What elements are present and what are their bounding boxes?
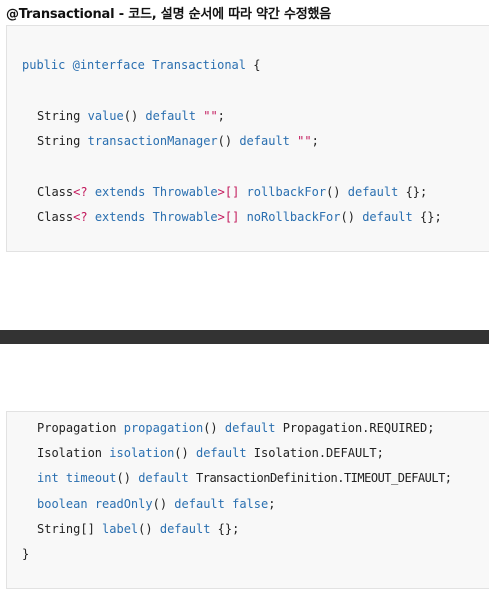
code-line-interface-decl: public @interface Transactional { bbox=[22, 58, 261, 72]
section-divider bbox=[0, 330, 489, 344]
code-line-isolation: Isolation isolation() default Isolation.… bbox=[37, 446, 384, 460]
code-line-value: String value() default ""; bbox=[37, 109, 225, 123]
code-line-no-rollback-for: Class<? extends Throwable>[] noRollbackF… bbox=[37, 210, 442, 224]
code-line-transaction-manager: String transactionManager() default ""; bbox=[37, 134, 319, 148]
code-line-closing-brace: } bbox=[22, 547, 30, 561]
code-line-label: String[] label() default {}; bbox=[37, 522, 240, 536]
code-line-rollback-for: Class<? extends Throwable>[] rollbackFor… bbox=[37, 185, 428, 199]
code-line-propagation: Propagation propagation() default Propag… bbox=[37, 421, 435, 435]
page-heading: @Transactional - 코드, 설명 순서에 따라 약간 수정했음 bbox=[6, 7, 331, 22]
code-block-1: public @interface Transactional { String… bbox=[6, 25, 489, 252]
code-block-2: Propagation propagation() default Propag… bbox=[6, 411, 489, 589]
code-line-timeout: int timeout() default TransactionDefinit… bbox=[37, 471, 452, 485]
code-line-read-only: boolean readOnly() default false; bbox=[37, 497, 276, 511]
